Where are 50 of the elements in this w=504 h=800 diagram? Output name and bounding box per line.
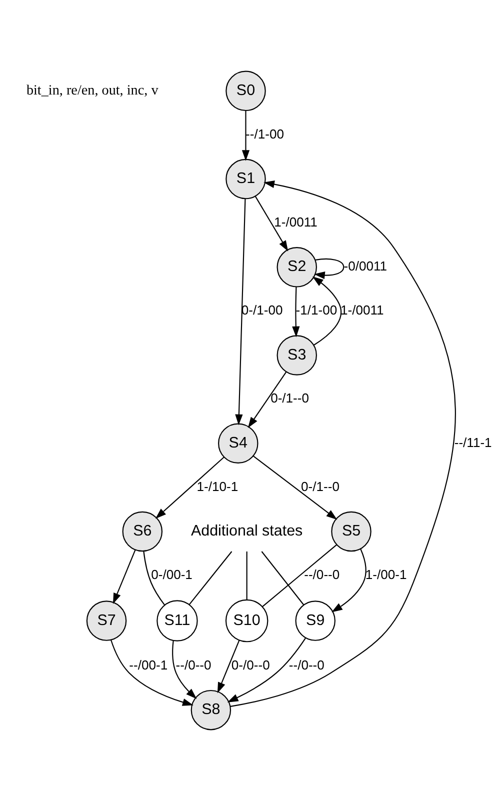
node-circle: S6: [122, 510, 163, 552]
connector: [261, 550, 304, 605]
node-circle: S11: [156, 600, 198, 641]
label: bit_in, re/en, out, inc, v: [26, 82, 158, 98]
node-circle: S3: [276, 334, 317, 375]
edge-label: 1-/0011: [274, 214, 318, 229]
arrow: [112, 549, 136, 604]
arrow: [235, 198, 246, 425]
edge-label: --/00-1: [129, 656, 168, 672]
node-circle: S5: [331, 510, 372, 552]
edge-label: --/0--0: [304, 566, 340, 582]
arrow: [312, 276, 342, 346]
node-circle: S1: [226, 158, 266, 199]
arrow: [314, 258, 344, 279]
arrow: [254, 196, 288, 251]
connector: [188, 550, 232, 604]
node-circle: S8: [190, 689, 232, 730]
edge-label: 0-/0--0: [231, 656, 270, 672]
edge-label: 1-/0011: [340, 302, 384, 318]
node-circle: S2: [276, 246, 317, 287]
node-circle: S4: [218, 422, 258, 463]
arrow: [292, 286, 300, 337]
edge-label: 0-/1--0: [270, 390, 310, 406]
arrow: [155, 456, 224, 518]
connector: [143, 550, 166, 605]
edge-label: 0-/1--0: [301, 478, 340, 494]
connector: [246, 550, 248, 600]
connector: [262, 544, 338, 607]
arrow: [248, 371, 287, 428]
arrow: [110, 639, 194, 706]
node-circle: S9: [295, 600, 336, 640]
edge-label: 0-/00-1: [151, 566, 192, 582]
node-circle: S10: [225, 598, 268, 642]
node-circle: S0: [226, 70, 266, 111]
arrow: [332, 548, 366, 612]
edge-label: 1-/10-1: [196, 478, 238, 494]
arrow: [172, 640, 197, 698]
edge-label: --/0--0: [288, 656, 324, 672]
edge-label: 1-/00-1: [365, 566, 407, 582]
arrow: [227, 637, 306, 702]
arrow: [253, 455, 338, 520]
edge-label: -1/1-00: [296, 302, 338, 318]
arrow: [230, 180, 456, 706]
edge-label: --/11-1: [454, 434, 492, 450]
arrow: [242, 110, 250, 160]
node-circle: S7: [86, 600, 127, 640]
node-text: Additional states: [190, 522, 303, 540]
edge-label: --/0--0: [176, 656, 212, 672]
edge-label: -0/0011: [344, 258, 388, 274]
arrow: [217, 640, 240, 693]
